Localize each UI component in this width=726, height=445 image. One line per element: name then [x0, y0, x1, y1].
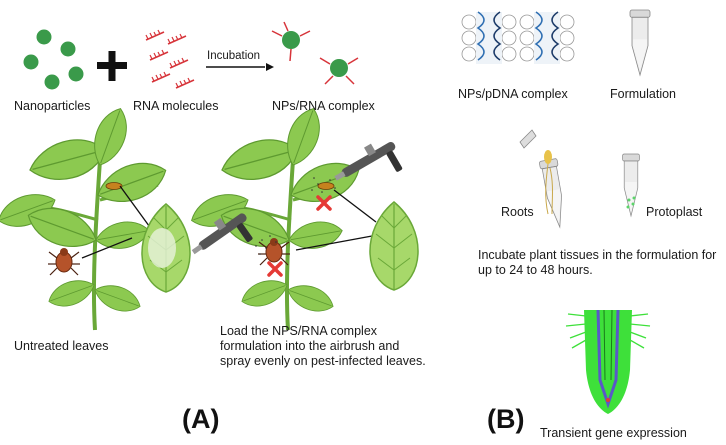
- roots-tube-icon: [519, 129, 570, 230]
- roots-label: Roots: [501, 205, 534, 219]
- plus-icon: [97, 51, 127, 81]
- rna-molecules-icon: [145, 29, 195, 89]
- nanoparticles-label: Nanoparticles: [14, 99, 91, 113]
- rna-molecules-label: RNA molecules: [133, 99, 219, 113]
- nanoparticles-icon: [23, 29, 84, 90]
- formulation-tube-icon: [629, 9, 651, 76]
- incubate-instruction-text: Incubate plant tissues in the formulatio…: [478, 248, 717, 277]
- sprayed-plant-illustration: [186, 103, 419, 331]
- spray-instruction-text: Load the NPS/RNA complex formulation int…: [220, 324, 426, 368]
- protoplast-tube-icon: [622, 153, 640, 217]
- incubation-label: Incubation: [207, 50, 261, 62]
- untreated-plant-illustration: [0, 103, 191, 331]
- pdna-complex-icon: [461, 11, 575, 64]
- pdna-complex-label: NPs/pDNA complex: [458, 87, 568, 101]
- transient-expression-label: Transient gene expression: [540, 426, 687, 440]
- panel-a-label: (A): [182, 404, 220, 434]
- untreated-leaves-label: Untreated leaves: [14, 339, 109, 353]
- incubation-arrow-icon: [206, 63, 274, 71]
- np-rna-complex-icon: [271, 21, 359, 85]
- protoplast-label: Protoplast: [646, 205, 703, 219]
- airbrush-icon: [191, 142, 403, 255]
- formulation-label: Formulation: [610, 87, 676, 101]
- np-rna-complex-label: NPs/RNA complex: [272, 99, 375, 113]
- panel-b-label: (B): [487, 404, 525, 434]
- root-tip-expression-icon: [565, 309, 651, 414]
